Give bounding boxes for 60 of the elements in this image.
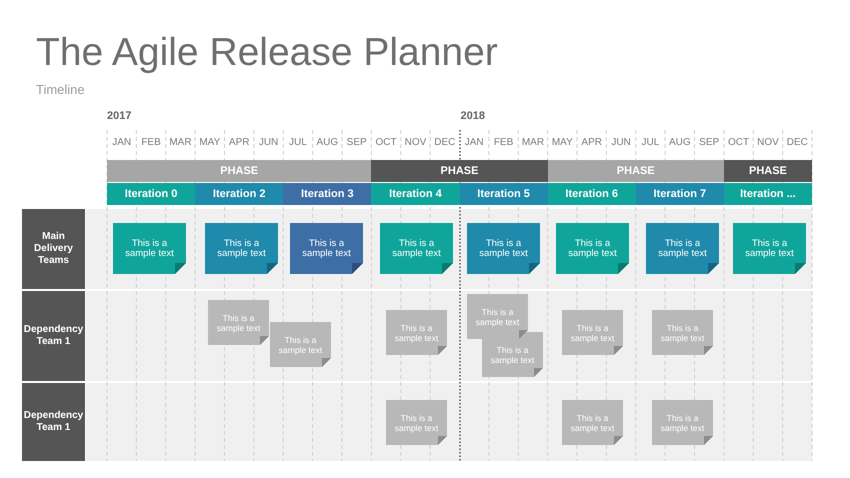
month-label: DEC	[786, 136, 809, 150]
sticky-note: This is a sample text	[733, 223, 806, 274]
sticky-note: This is a sample text	[562, 310, 623, 355]
iteration-bar: Iteration ...	[724, 183, 812, 205]
iteration-bar: Iteration 6	[548, 183, 636, 205]
sticky-note: This is a sample text	[386, 400, 447, 445]
month-label: SEP	[346, 136, 368, 150]
month-label: NOV	[404, 136, 428, 150]
month-label: FEB	[140, 136, 162, 150]
year-label: 2018	[460, 109, 485, 123]
lane-header: Main Delivery Teams	[22, 209, 85, 289]
iteration-bar: Iteration 7	[636, 183, 724, 205]
month-label: OCT	[374, 136, 398, 150]
month-label: JAN	[464, 136, 485, 150]
month-label: APR	[228, 136, 250, 150]
month-label: DEC	[433, 136, 456, 150]
sticky-note: This is a sample text	[652, 310, 713, 355]
month-label: APR	[580, 136, 603, 150]
month-label: JAN	[111, 136, 132, 150]
sticky-note: This is a sample text	[646, 223, 719, 274]
phase-bar: PHASE	[724, 160, 812, 182]
phase-bar: PHASE	[371, 160, 548, 182]
sticky-note: This is a sample text	[652, 400, 713, 445]
iteration-bar: Iteration 3	[283, 183, 372, 205]
sticky-note: This is a sample text	[556, 223, 629, 274]
iteration-bar: Iteration 2	[195, 183, 284, 205]
month-label: MAY	[198, 136, 222, 150]
month-label: MAR	[520, 136, 546, 150]
month-label: JUL	[640, 136, 660, 150]
lane-header: Dependency Team 1	[22, 291, 85, 381]
sticky-note: This is a sample text	[386, 310, 447, 355]
iteration-bar: Iteration 0	[107, 183, 196, 205]
iteration-bar: Iteration 4	[371, 183, 460, 205]
month-label: AUG	[315, 136, 340, 150]
month-label: JUL	[288, 136, 308, 150]
sticky-note: This is a sample text	[467, 294, 528, 339]
sticky-note: This is a sample text	[562, 400, 623, 445]
sticky-note: This is a sample text	[467, 223, 540, 274]
phase-bar: PHASE	[107, 160, 372, 182]
subtitle: Timeline	[36, 82, 85, 98]
month-label: MAR	[168, 136, 193, 150]
sticky-note: This is a sample text	[113, 223, 186, 274]
month-label: JUN	[258, 136, 280, 150]
title: The Agile Release Planner	[36, 30, 498, 76]
sticky-note: This is a sample text	[380, 223, 453, 274]
sticky-note: This is a sample text	[290, 223, 363, 274]
month-label: SEP	[698, 136, 720, 150]
month-label: OCT	[727, 136, 750, 150]
lane-header: Dependency Team 1	[22, 383, 85, 461]
year-label: 2017	[107, 109, 132, 123]
month-label: NOV	[756, 136, 780, 150]
sticky-note: This is a sample text	[270, 322, 331, 367]
sticky-note: This is a sample text	[208, 300, 269, 345]
sticky-note: This is a sample text	[205, 223, 278, 274]
month-label: AUG	[668, 136, 692, 150]
month-label: MAY	[550, 136, 574, 150]
iteration-bar: Iteration 5	[460, 183, 548, 205]
month-label: JUN	[610, 136, 632, 150]
phase-bar: PHASE	[548, 160, 724, 182]
month-label: FEB	[492, 136, 514, 150]
